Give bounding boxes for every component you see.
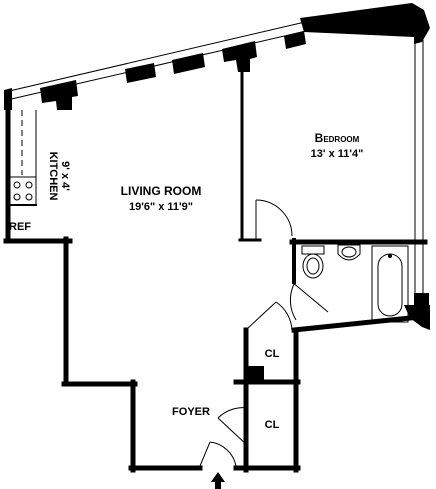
closet-upper-label: CL: [265, 348, 280, 360]
bedroom-dims: 13' x 11'4": [311, 148, 364, 160]
foyer-label: FOYER: [172, 406, 210, 418]
kitchen-counter: [21, 110, 37, 205]
wall-lines: [3, 68, 428, 473]
toilet-icon: [301, 245, 325, 279]
doors: [199, 199, 329, 467]
living-room-dims: 19'6" x 11'9": [129, 201, 193, 213]
kitchen-label: KITCHEN: [47, 152, 59, 201]
bedroom-label: Bedroom: [315, 131, 360, 145]
closet-lower-label: CL: [265, 419, 280, 431]
sink-icon: [337, 244, 361, 261]
kitchen-dims: 9' x 4': [59, 161, 71, 191]
stove-icon: [9, 176, 37, 206]
living-room-label: LIVING ROOM: [121, 184, 202, 198]
wall-blocks: [248, 366, 264, 384]
arrow-up-icon: [211, 472, 225, 489]
ref-label: REF: [9, 221, 31, 233]
walls: [4, 3, 430, 330]
bathtub-icon: [371, 245, 409, 323]
